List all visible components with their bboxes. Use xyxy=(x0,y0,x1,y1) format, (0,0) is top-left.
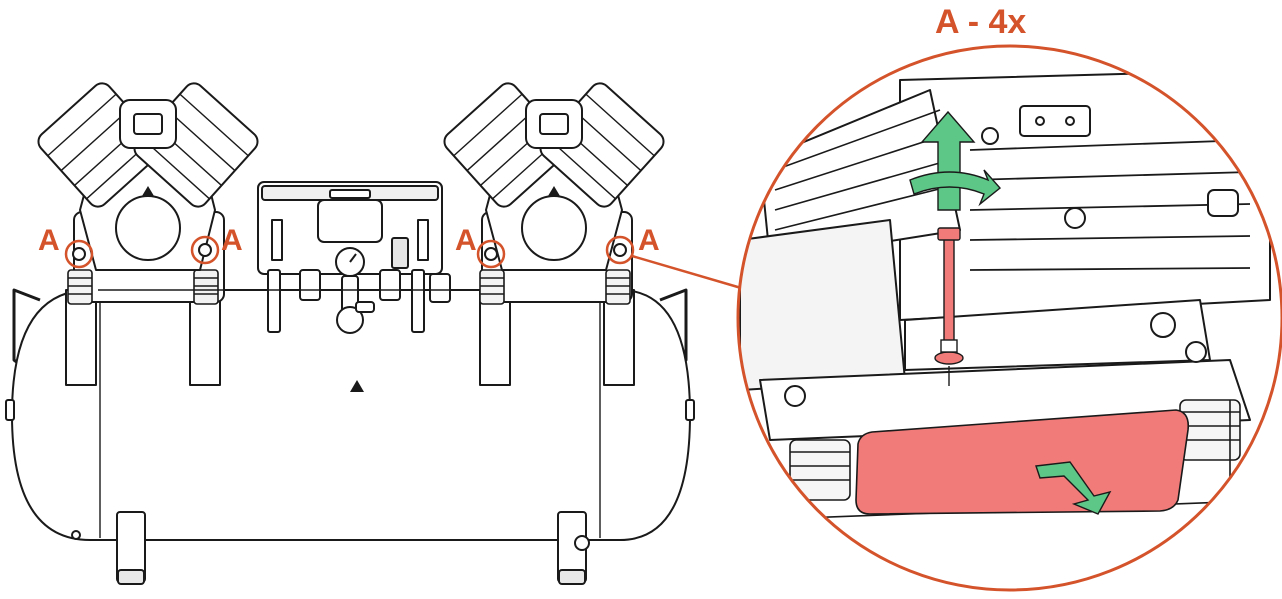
right-pump xyxy=(443,82,665,305)
left-pump xyxy=(37,82,259,305)
detail-view xyxy=(738,46,1282,590)
highlighted-bolt xyxy=(934,227,964,386)
control-box xyxy=(98,181,478,334)
compressor-unit xyxy=(5,82,695,585)
leader-line xyxy=(631,254,749,292)
air-tank xyxy=(11,289,691,541)
callout-label-a: A xyxy=(221,224,243,257)
remove-arrow xyxy=(1035,461,1112,515)
detail-title: A - 4x xyxy=(935,3,1027,41)
detail-circle-border xyxy=(736,44,1282,592)
callout-label-a: A xyxy=(455,224,477,257)
callout-label-a: A xyxy=(38,224,60,257)
tank-feet xyxy=(116,511,590,585)
unscrew-arrow xyxy=(909,110,1002,211)
belt-guard-cover xyxy=(855,409,1190,515)
bolt-markers xyxy=(64,235,635,269)
warning-triangle-icon xyxy=(350,380,364,392)
callout-label-a: A xyxy=(638,224,660,257)
